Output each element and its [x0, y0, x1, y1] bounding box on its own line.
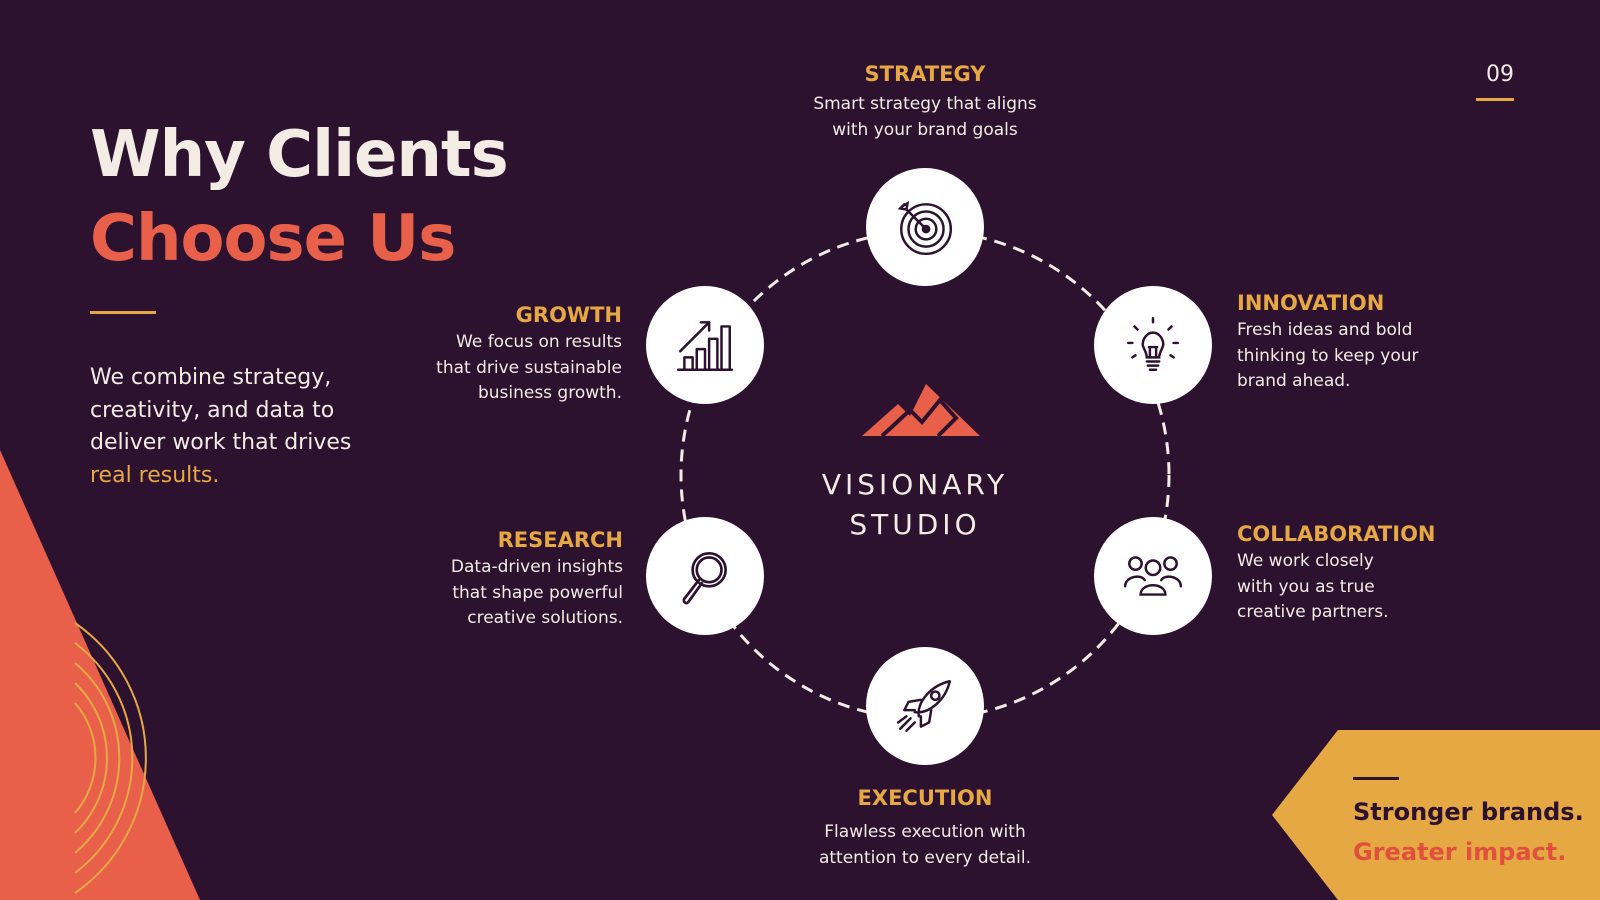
research-desc-line-3: creative solutions.	[467, 608, 623, 628]
studio-name-line-1: VISIONARY	[821, 468, 1009, 501]
lightbulb-icon	[1127, 316, 1179, 371]
callout-divider	[1353, 777, 1399, 780]
growth-chart-icon	[676, 321, 734, 371]
rocket-icon	[896, 680, 951, 732]
collaboration-title: COLLABORATION	[1237, 522, 1436, 546]
collaboration-desc-line-1: We work closely	[1237, 551, 1374, 571]
strategy-description: Smart strategy that aligns with your bra…	[790, 92, 1060, 143]
magnifier-icon	[682, 551, 727, 605]
growth-block: GROWTH We focus on results that drive su…	[395, 303, 622, 407]
innovation-desc-line-1: Fresh ideas and bold	[1237, 320, 1413, 340]
mountain-logo-icon	[862, 384, 980, 438]
coral-triangle	[0, 450, 200, 900]
growth-node	[646, 286, 764, 404]
growth-desc-line-1: We focus on results	[456, 332, 622, 352]
growth-desc-line-3: business growth.	[477, 383, 622, 403]
title-divider	[90, 311, 156, 314]
research-description: Data-driven insights that shape powerful…	[405, 555, 623, 632]
intro-paragraph: We combine strategy, creativity, and dat…	[90, 362, 390, 492]
strategy-desc-line-1: Smart strategy that aligns	[813, 94, 1037, 114]
collaboration-desc-line-2: with you as true	[1237, 576, 1375, 597]
collaboration-block: COLLABORATION We work closely with you a…	[1237, 522, 1467, 626]
studio-name: VISIONARY STUDIO	[810, 465, 1020, 545]
innovation-description: Fresh ideas and bold thinking to keep yo…	[1237, 318, 1457, 395]
innovation-node	[1094, 286, 1212, 404]
growth-desc-line-2: that drive sustainable	[436, 357, 622, 378]
growth-title: GROWTH	[515, 303, 622, 327]
growth-description: We focus on results that drive sustainab…	[395, 330, 622, 407]
intro-accent: real results.	[90, 462, 220, 488]
title-line-1: Why Clients	[90, 118, 509, 192]
execution-desc-line-2: attention to every detail.	[818, 847, 1032, 868]
research-block: RESEARCH Data-driven insights that shape…	[405, 528, 623, 632]
research-desc-line-1: Data-driven insights	[450, 557, 623, 577]
concentric-arcs	[74, 622, 147, 894]
strategy-block: STRATEGY Smart strategy that aligns with…	[790, 62, 1060, 143]
studio-logo	[860, 380, 982, 444]
execution-description: Flawless execution with attention to eve…	[790, 820, 1060, 871]
studio-name-line-2: STUDIO	[849, 508, 981, 541]
intro-text: We combine strategy, creativity, and dat…	[90, 365, 352, 455]
research-node	[646, 517, 764, 635]
execution-desc-line-1: Flawless execution with	[824, 822, 1026, 842]
execution-node	[866, 647, 984, 765]
research-desc-line-2: that shape powerful	[452, 582, 623, 603]
team-icon	[1123, 556, 1183, 596]
strategy-desc-line-2: with your brand goals	[832, 119, 1018, 140]
innovation-block: INNOVATION Fresh ideas and bold thinking…	[1237, 291, 1457, 395]
collaboration-description: We work closely with you as true creativ…	[1237, 549, 1467, 626]
innovation-desc-line-3: brand ahead.	[1237, 371, 1351, 391]
target-icon	[897, 200, 953, 256]
page-number: 09	[1486, 62, 1514, 87]
strategy-node	[866, 168, 984, 286]
innovation-desc-line-2: thinking to keep your	[1237, 345, 1419, 366]
innovation-title: INNOVATION	[1237, 291, 1385, 315]
collaboration-node	[1094, 517, 1212, 635]
research-title: RESEARCH	[497, 528, 623, 552]
strategy-title: STRATEGY	[864, 62, 986, 86]
callout-line-2: Greater impact.	[1353, 838, 1567, 866]
page-number-underline	[1476, 98, 1514, 101]
collaboration-desc-line-3: creative partners.	[1237, 602, 1389, 622]
title-line-2: Choose Us	[90, 202, 456, 276]
execution-block: EXECUTION Flawless execution with attent…	[790, 786, 1060, 871]
callout-line-1: Stronger brands.	[1353, 798, 1584, 826]
execution-title: EXECUTION	[857, 786, 993, 810]
